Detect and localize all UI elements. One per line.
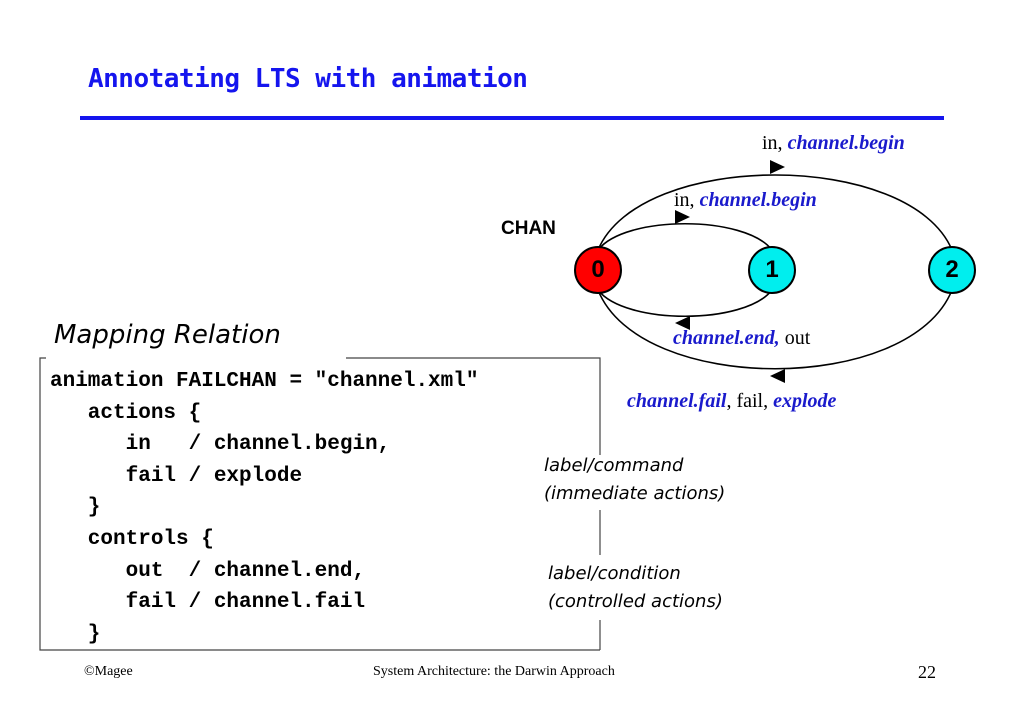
label-2-to-0-action: channel.fail [627, 390, 727, 412]
slide-title: Annotating LTS with animation [88, 64, 528, 94]
footer-copyright: ©Magee [84, 664, 133, 679]
note-controlled-line1: label/condition [548, 563, 681, 584]
note-immediate-line1: label/command [544, 455, 684, 476]
code-line: animation FAILCHAN = "channel.xml" [50, 370, 479, 393]
note-immediate-actions: label/command (immediate actions) [544, 452, 725, 508]
process-name: CHAN [501, 218, 556, 239]
code-line: fail / channel.fail [50, 591, 366, 615]
label-0-to-1: in, channel.begin [674, 189, 817, 212]
code-line: out / channel.end, [50, 559, 366, 583]
arrowhead-1-to-0 [675, 316, 690, 330]
title-underline [80, 116, 944, 120]
code-line: fail / explode [50, 464, 303, 488]
state-1: 1 [748, 246, 796, 294]
label-1-to-0-plain: out [779, 327, 811, 349]
code-line: actions { [50, 401, 202, 425]
arrowhead-2-to-0 [770, 369, 785, 383]
arrowhead-0-to-1 [675, 210, 690, 224]
mapping-box-left [39, 357, 600, 651]
label-2-to-0-plain: , fail, [726, 390, 774, 412]
label-0-to-2: in, channel.begin [762, 132, 905, 155]
arc-2-to-0 [597, 289, 953, 370]
mapping-code: animation FAILCHAN = "channel.xml" actio… [50, 366, 478, 650]
code-line: in / channel.begin, [50, 433, 391, 457]
footer-page-number: 22 [918, 662, 936, 682]
note-controlled-line2: (controlled actions) [548, 591, 723, 612]
code-line: } [50, 622, 101, 646]
state-2: 2 [928, 246, 976, 294]
label-0-to-2-plain: in, [762, 132, 788, 154]
label-0-to-1-action: channel.begin [699, 189, 817, 211]
note-controlled-actions: label/condition (controlled actions) [548, 560, 723, 616]
label-1-to-0: channel.end, out [673, 327, 810, 350]
mapping-box-top [346, 357, 601, 455]
footer-course-title: System Architecture: the Darwin Approach [373, 664, 615, 679]
note-immediate-line2: (immediate actions) [544, 483, 726, 504]
mapping-heading: Mapping Relation [54, 320, 281, 350]
arrowhead-0-to-2 [770, 160, 785, 174]
label-2-to-0: channel.fail, fail, explode [627, 390, 836, 413]
label-0-to-1-plain: in, [674, 189, 700, 211]
label-1-to-0-action: channel.end, [673, 327, 780, 349]
arc-1-to-0 [597, 289, 773, 317]
label-2-to-0-action2: explode [773, 390, 837, 412]
label-0-to-2-action: channel.begin [787, 132, 905, 154]
code-line: } [50, 496, 101, 520]
arc-0-to-2 [597, 174, 953, 251]
arc-0-to-1 [597, 223, 773, 251]
state-0: 0 [574, 246, 622, 294]
code-line: controls { [50, 527, 214, 551]
